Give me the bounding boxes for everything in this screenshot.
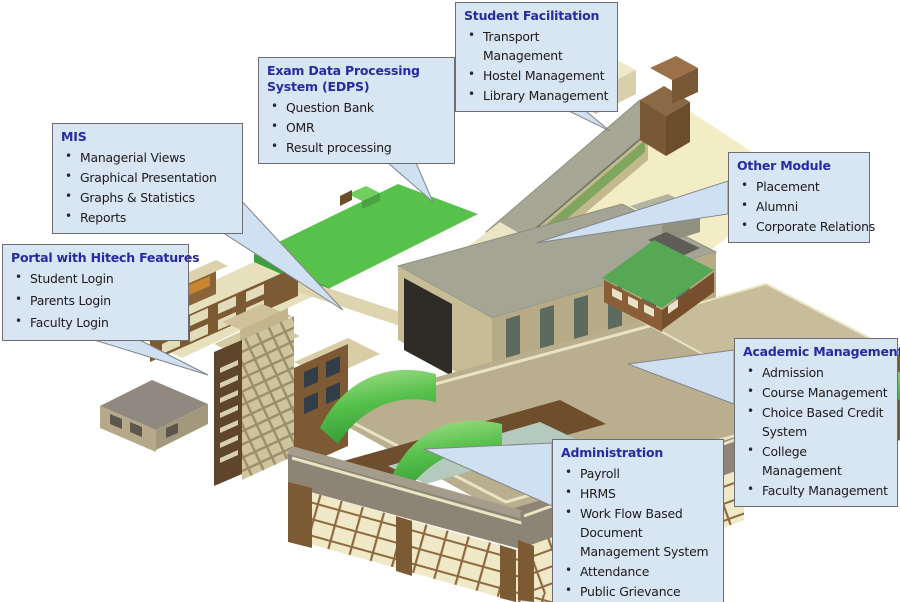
callout-title: Administration: [561, 445, 664, 460]
callout-academic-management: Academic Management AdmissionCourse Mana…: [734, 338, 900, 507]
callout-item: Corporate Relations: [737, 216, 875, 236]
callout-title: Portal with Hitech Features: [11, 250, 200, 265]
callout-portal: Portal with Hitech Features Student Logi…: [2, 244, 200, 341]
callout-item: Public Grievance Redressal: [561, 581, 715, 602]
callout-item: Attendance: [561, 561, 715, 581]
callout-item: Alumni: [737, 196, 861, 216]
callout-title: MIS: [61, 129, 87, 144]
callout-edps: Exam Data Processing System (EDPS) Quest…: [258, 57, 455, 164]
callout-item: Graphs & Statistics: [61, 187, 234, 207]
callout-other-module: Other Module PlacementAlumniCorporate Re…: [728, 152, 875, 243]
callout-item: College Management: [743, 441, 889, 480]
callout-student-facilitation: Student Facilitation Transport Managemen…: [455, 2, 618, 112]
callout-item: Placement: [737, 176, 861, 196]
callout-title: Student Facilitation: [464, 8, 600, 23]
callout-item: Work Flow Based Document Management Syst…: [561, 503, 715, 561]
callout-items: AdmissionCourse ManagementChoice Based C…: [743, 362, 889, 500]
callout-items: Transport ManagementHostel ManagementLib…: [464, 26, 609, 105]
callout-item: Hostel Management: [464, 65, 609, 85]
callout-item: Library Management: [464, 85, 609, 105]
callout-item: Faculty Management: [743, 480, 889, 500]
callout-item: Choice Based Credit System: [743, 402, 889, 441]
callout-items: PayrollHRMSWork Flow Based Document Mana…: [561, 463, 715, 602]
callout-item: Managerial Views: [61, 147, 234, 167]
building-gable-house: [602, 232, 714, 332]
callout-item: Reports: [61, 207, 234, 227]
callout-title: Other Module: [737, 158, 831, 173]
callout-item: Transport Management: [464, 26, 609, 65]
building-library: [466, 54, 698, 288]
callout-item: Question Bank: [267, 97, 446, 117]
callout-item: Result processing: [267, 137, 446, 157]
callout-mis: MIS Managerial ViewsGraphical Presentati…: [52, 123, 243, 234]
callout-title: Academic Management: [743, 344, 900, 359]
callout-item: Admission: [743, 362, 889, 382]
callout-items: PlacementAlumniCorporate Relations: [737, 176, 875, 236]
callout-items: Question BankOMRResult processing: [267, 97, 446, 157]
callout-item: Course Management: [743, 382, 889, 402]
callout-items: Student LoginParents LoginFaculty Login: [11, 268, 180, 332]
building-small-house: [100, 380, 208, 452]
callout-item: Graphical Presentation: [61, 167, 234, 187]
callout-item: HRMS: [561, 483, 715, 503]
callout-item: Student Login: [11, 268, 180, 288]
callout-item: OMR: [267, 117, 446, 137]
callout-item: Faculty Login: [11, 312, 180, 332]
callout-title: Exam Data Processing System (EDPS): [267, 63, 420, 94]
callout-pointers: [77, 79, 735, 507]
callout-administration: Administration PayrollHRMSWork Flow Base…: [552, 439, 724, 602]
callout-items: Managerial ViewsGraphical PresentationGr…: [61, 147, 234, 227]
callout-item: Parents Login: [11, 290, 180, 310]
callout-item: Payroll: [561, 463, 715, 483]
